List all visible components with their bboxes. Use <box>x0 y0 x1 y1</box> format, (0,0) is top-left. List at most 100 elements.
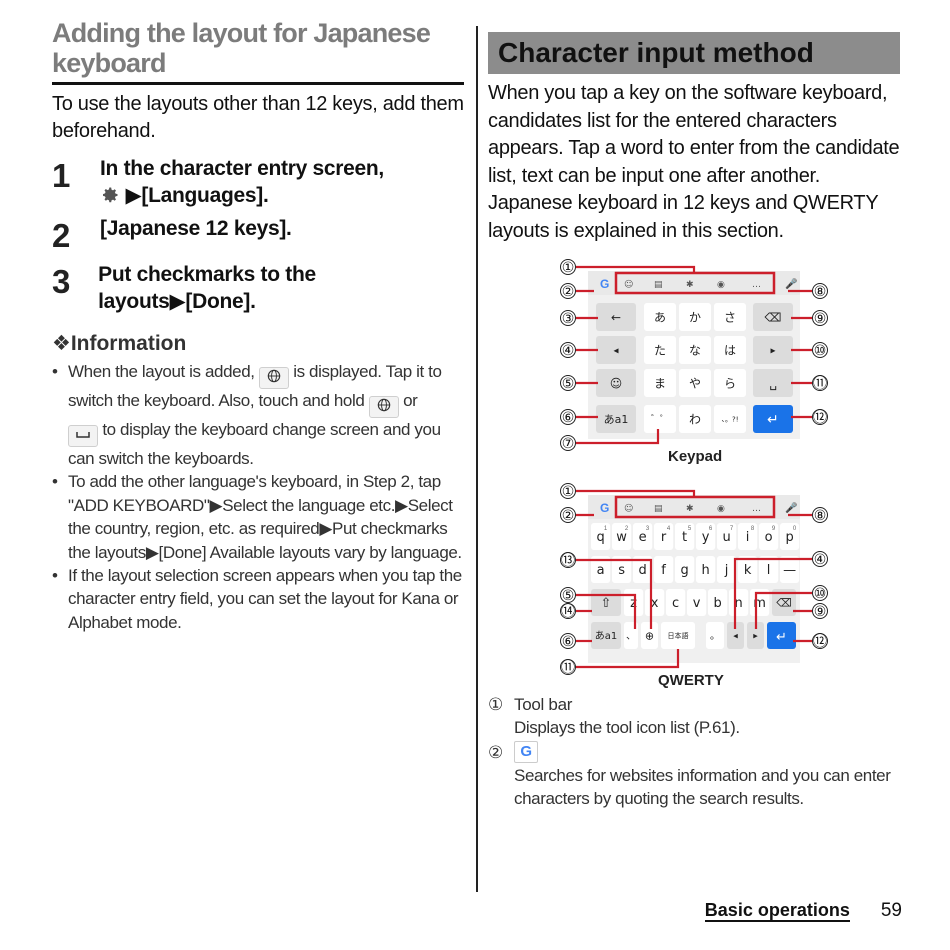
callout <box>812 310 828 326</box>
letter-key[interactable] <box>687 589 707 616</box>
letter-key[interactable] <box>696 556 716 583</box>
letter-key[interactable] <box>708 589 728 616</box>
mode-key-label: あa1 <box>604 413 629 426</box>
letter-key-label: l <box>767 563 771 578</box>
more-icon: … <box>752 280 761 290</box>
kana-key-label: ま <box>654 376 666 390</box>
letter-key[interactable] <box>633 523 653 550</box>
sticker-icon: ☺ <box>624 279 633 290</box>
letter-key[interactable] <box>729 589 749 616</box>
letter-key[interactable] <box>633 556 653 583</box>
kana-key[interactable] <box>644 369 676 397</box>
backspace-key[interactable] <box>753 303 793 331</box>
legend-description: Searches for websites information and yo… <box>514 766 891 808</box>
callout-label: ⑩ <box>814 586 827 602</box>
section-banner: Character input method <box>488 32 900 74</box>
letter-key-label: d <box>638 563 646 578</box>
letter-key[interactable] <box>675 523 695 550</box>
callout-leader <box>576 558 653 629</box>
space-icon <box>68 425 98 447</box>
callout-label: ⑨ <box>814 311 827 327</box>
letter-key[interactable] <box>645 589 665 616</box>
cursor-left-key[interactable] <box>727 622 744 649</box>
kana-key[interactable] <box>679 405 711 433</box>
space-key[interactable] <box>753 369 793 397</box>
letter-key[interactable] <box>591 523 611 550</box>
letter-key[interactable] <box>591 556 611 583</box>
letter-key[interactable] <box>759 523 779 550</box>
letter-key[interactable] <box>612 523 632 550</box>
globe-icon <box>258 367 289 389</box>
punctuation-key[interactable] <box>714 405 746 433</box>
emoji-key[interactable] <box>596 369 636 397</box>
callout-label: ⑩ <box>814 343 827 359</box>
comma-key-label: 、 <box>626 631 636 642</box>
kana-key[interactable] <box>679 369 711 397</box>
figure-caption: QWERTY <box>658 672 724 689</box>
step-number: 2 <box>52 217 71 254</box>
kana-key[interactable] <box>679 303 711 331</box>
letter-key[interactable] <box>612 556 632 583</box>
letter-key[interactable] <box>750 589 770 616</box>
kana-key[interactable] <box>714 303 746 331</box>
kana-key[interactable] <box>714 369 746 397</box>
letter-key[interactable] <box>696 523 716 550</box>
key-hint: 9 <box>772 526 776 532</box>
callout-leader <box>576 489 696 497</box>
letter-key[interactable] <box>738 556 758 583</box>
enter-key[interactable] <box>753 405 793 433</box>
letter-key-label: t <box>682 530 687 545</box>
key-hint: 5 <box>688 526 692 532</box>
period-key-label: 。 <box>710 631 720 642</box>
legend-label: Tool bar <box>514 695 573 714</box>
cursor-left-key[interactable] <box>596 336 636 364</box>
letter-key[interactable] <box>717 523 737 550</box>
kana-key-label: ら <box>724 376 736 390</box>
mic-icon: 🎤 <box>785 277 798 290</box>
callout-label: ⑧ <box>814 284 827 300</box>
letter-key[interactable] <box>717 556 737 583</box>
letter-key[interactable] <box>666 589 686 616</box>
letter-key-label: x <box>651 596 659 611</box>
cursor-left-key-label: ◂ <box>613 346 618 357</box>
letter-key[interactable] <box>654 523 674 550</box>
letter-key-label: q <box>596 530 604 545</box>
kana-key[interactable] <box>714 336 746 364</box>
letter-key[interactable] <box>675 556 695 583</box>
globe-key-label: ⊕ <box>645 629 654 642</box>
globe-key[interactable] <box>641 622 658 649</box>
kana-key[interactable] <box>679 336 711 364</box>
letter-key[interactable] <box>759 556 779 583</box>
callout <box>560 507 576 523</box>
step-3: 3 Put checkmarks to the layouts▶[Done]. <box>52 261 464 315</box>
backspace-key[interactable] <box>772 589 796 616</box>
mode-key[interactable] <box>596 405 636 433</box>
period-key[interactable] <box>706 622 724 649</box>
callout-leader <box>576 649 680 669</box>
kana-key[interactable] <box>644 336 676 364</box>
kana-key-label: か <box>689 310 701 324</box>
cursor-left-key-label: ◂ <box>733 632 738 642</box>
letter-key-label: p <box>785 530 793 545</box>
kana-key[interactable] <box>644 303 676 331</box>
letter-key[interactable] <box>780 556 800 583</box>
cursor-right-key[interactable] <box>747 622 764 649</box>
callout-label: ② <box>562 284 575 300</box>
keypad-diagram: G ☺ ▤ ✱ ◉ … 🎤 ←◂☺あa1あかさたなはまやら゛゜わ、。?!⌫▸␣ … <box>560 259 828 465</box>
letter-key[interactable] <box>654 556 674 583</box>
letter-key-label: g <box>680 563 688 578</box>
enter-key[interactable] <box>767 622 796 649</box>
undo-key[interactable] <box>596 303 636 331</box>
space-key[interactable] <box>661 622 695 649</box>
letter-key[interactable] <box>738 523 758 550</box>
callout <box>560 342 576 358</box>
letter-key[interactable] <box>780 523 800 550</box>
cursor-right-key[interactable] <box>753 336 793 364</box>
page-footer: Basic operations 59 <box>704 900 902 922</box>
callout-label: ⑪ <box>561 660 575 676</box>
callout <box>560 633 576 649</box>
dakuten-key[interactable] <box>644 405 676 433</box>
more-icon: … <box>752 504 761 514</box>
mode-key[interactable] <box>591 622 621 649</box>
